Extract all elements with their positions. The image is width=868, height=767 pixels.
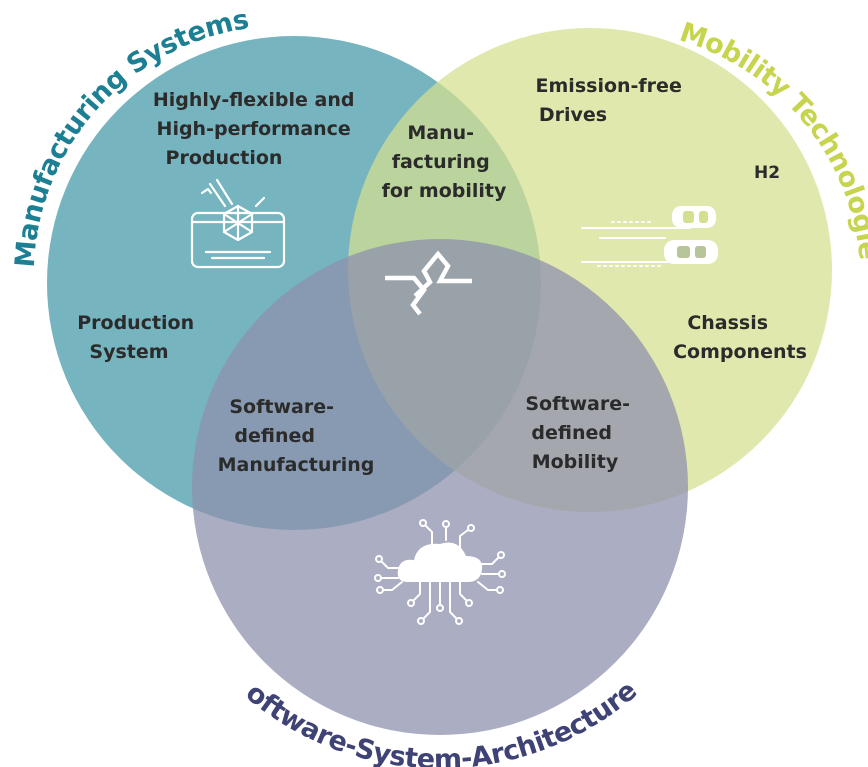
- emission-free-drives-label: Emission-free Drives: [536, 75, 689, 126]
- software-defined-manufacturing-label: Software- defined Manufacturing: [218, 396, 375, 476]
- moving-cars-icon: [581, 206, 718, 267]
- production-system-label: Production System: [77, 312, 201, 363]
- zigzag-logo-icon: [385, 250, 472, 316]
- cloud-circuit-icon: [374, 519, 506, 625]
- chassis-components-label: Chassis Components: [673, 312, 807, 363]
- h2-label: H2: [754, 163, 780, 183]
- software-circle: [192, 239, 688, 735]
- software-defined-mobility-label: Software- defined Mobility: [525, 393, 636, 473]
- 3d-printer-icon: [190, 178, 286, 269]
- highly-flexible-label: Highly-flexible and High-performance Pro…: [153, 89, 361, 169]
- manufacturing-for-mobility-label: Manu- facturing for mobility: [382, 122, 507, 202]
